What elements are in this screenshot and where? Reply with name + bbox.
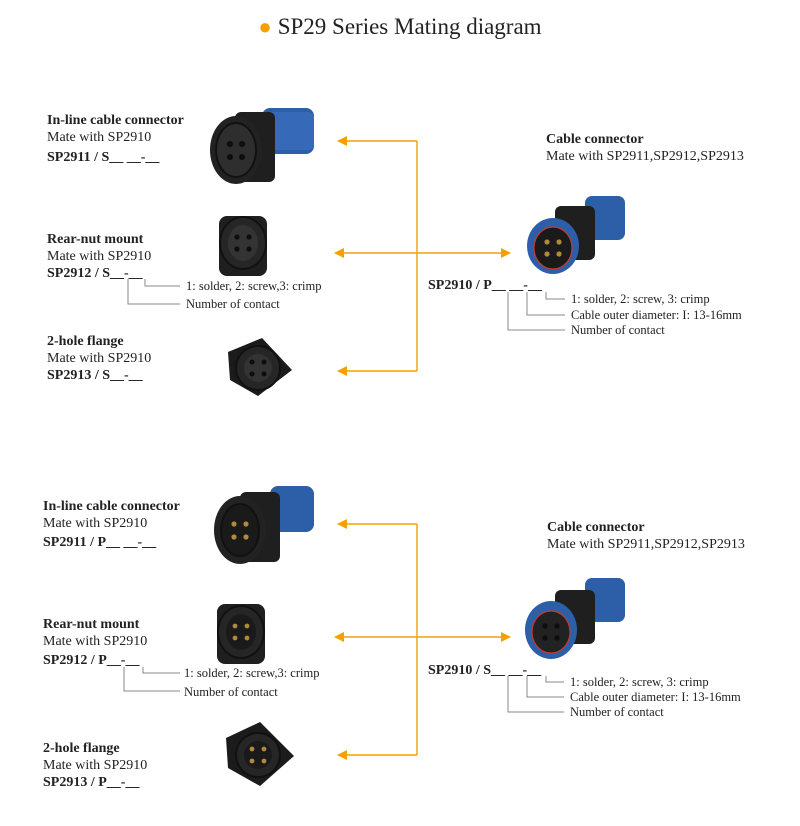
top-inline-heading: In-line cable connector <box>47 113 184 128</box>
top-rearnut-note-termination: 1: solder, 2: screw,3: crimp <box>186 279 322 293</box>
top-right-mate: Mate with SP2911,SP2912,SP2913 <box>546 149 744 164</box>
top-rearnut-mate: Mate with SP2910 <box>47 249 152 264</box>
bottom-flange-mate: Mate with SP2910 <box>43 758 148 773</box>
bottom-inline-connector-image <box>214 486 314 564</box>
bottom-inline-block: In-line cable connector Mate with SP2910… <box>43 498 180 551</box>
page-title: ●SP29 Series Mating diagram <box>0 14 800 40</box>
top-flange-heading: 2-hole flange <box>47 334 124 349</box>
bottom-right-note-termination: 1: solder, 2: screw, 3: crimp <box>570 675 709 689</box>
top-flange-connector-image <box>228 338 292 396</box>
bottom-right-mate: Mate with SP2911,SP2912,SP2913 <box>547 537 745 552</box>
bottom-rearnut-mate: Mate with SP2910 <box>43 634 148 649</box>
top-right-block: Cable connector Mate with SP2911,SP2912,… <box>546 131 744 165</box>
top-inline-code: SP2911 / S__ __-__ <box>47 150 160 165</box>
bullet-dot-icon: ● <box>258 14 272 39</box>
bottom-inline-mate: Mate with SP2910 <box>43 516 148 531</box>
bottom-cable-connector-image <box>525 578 625 659</box>
bottom-rearnut-note-contacts: Number of contact <box>184 685 278 699</box>
top-inline-connector-image <box>210 108 314 184</box>
top-rearnut-note-contacts: Number of contact <box>186 297 280 311</box>
top-rearnut-connector-image <box>219 216 267 276</box>
top-rearnut-block: Rear-nut mount Mate with SP2910 SP2912 /… <box>47 231 151 282</box>
bottom-flange-connector-image <box>226 722 294 786</box>
bottom-right-block: Cable connector Mate with SP2911,SP2912,… <box>547 519 745 553</box>
top-cable-connector-image <box>527 196 625 274</box>
bottom-rearnut-block: Rear-nut mount Mate with SP2910 SP2912 /… <box>43 616 147 669</box>
bottom-inline-code: SP2911 / P__ __-__ <box>43 535 157 550</box>
bottom-rearnut-code: SP2912 / P__-__ <box>43 653 140 668</box>
top-right-note-termination: 1: solder, 2: screw, 3: crimp <box>571 292 710 306</box>
bottom-right-code: SP2910 / S__ __-__ <box>428 663 542 678</box>
bottom-rearnut-note-termination: 1: solder, 2: screw,3: crimp <box>184 666 320 680</box>
top-flange-mate: Mate with SP2910 <box>47 351 152 366</box>
top-right-heading: Cable connector <box>546 132 644 147</box>
bottom-flange-code: SP2913 / P__-__ <box>43 775 140 790</box>
top-rearnut-code: SP2912 / S__-__ <box>47 266 143 281</box>
top-flange-code: SP2913 / S__-__ <box>47 368 143 383</box>
bottom-rearnut-connector-image <box>217 604 265 664</box>
top-right-note-contacts: Number of contact <box>571 323 665 337</box>
bottom-flange-block: 2-hole flange Mate with SP2910 SP2913 / … <box>43 740 147 791</box>
bottom-right-note-diameter: Cable outer diameter: I: 13-16mm <box>570 690 741 704</box>
bottom-right-note-contacts: Number of contact <box>570 705 664 719</box>
top-right-note-diameter: Cable outer diameter: I: 13-16mm <box>571 308 742 322</box>
top-inline-block: In-line cable connector Mate with SP2910… <box>47 112 184 166</box>
top-right-code: SP2910 / P__ __-__ <box>428 278 542 293</box>
bottom-flange-heading: 2-hole flange <box>43 741 120 756</box>
bottom-right-heading: Cable connector <box>547 520 645 535</box>
bottom-inline-heading: In-line cable connector <box>43 499 180 514</box>
top-rearnut-heading: Rear-nut mount <box>47 232 144 247</box>
bottom-rearnut-heading: Rear-nut mount <box>43 617 140 632</box>
top-flange-block: 2-hole flange Mate with SP2910 SP2913 / … <box>47 333 151 384</box>
top-inline-mate: Mate with SP2910 <box>47 130 152 145</box>
title-text: SP29 Series Mating diagram <box>277 14 542 39</box>
